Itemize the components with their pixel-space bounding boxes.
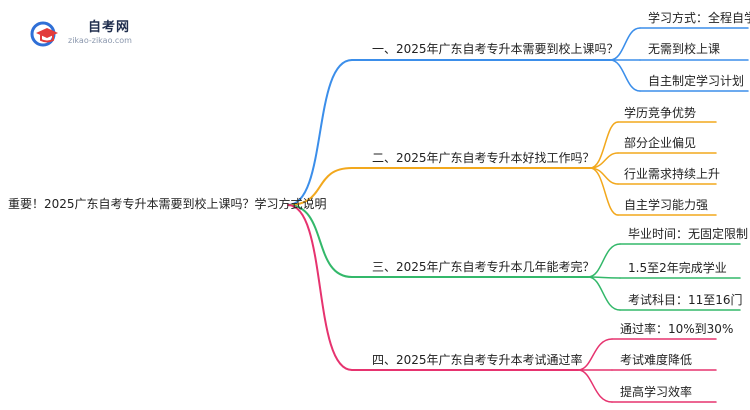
branch-2-label[interactable]: 二、2025年广东自考专升本好找工作吗？ <box>372 151 595 165</box>
branch-2-item-1-connector <box>589 121 619 169</box>
branch-4-item-1-connector <box>577 338 613 371</box>
branch-1-item-3[interactable]: 自主制定学习计划 <box>648 74 745 88</box>
branch-3-label[interactable]: 三、2025年广东自考专升本几年能考完？ <box>372 260 595 274</box>
branch-4-item-2[interactable]: 考试难度降低 <box>620 353 693 367</box>
graduation-cap-icon <box>30 21 58 47</box>
branch-2-item-4[interactable]: 自主学习能力强 <box>624 198 709 212</box>
branch-4-connector <box>287 204 353 371</box>
branch-2-item-1[interactable]: 学历竞争优势 <box>624 106 697 120</box>
branch-3-connector <box>287 204 353 278</box>
branch-2-item-3-connector <box>589 167 619 185</box>
branch-1-connector <box>287 59 353 206</box>
branch-3-item-1[interactable]: 毕业时间：无固定限制 <box>628 227 749 241</box>
branch-1-item-2[interactable]: 无需到校上课 <box>648 42 721 56</box>
branch-4-label[interactable]: 四、2025年广东自考专升本考试通过率 <box>372 353 583 367</box>
branch-3-item-3-connector <box>587 276 621 311</box>
branch-1-item-3-connector <box>609 59 641 92</box>
branch-3-item-1-connector <box>587 243 621 278</box>
branch-3-item-3[interactable]: 考试科目：11至16门 <box>628 293 743 307</box>
branch-2-item-4-connector <box>589 167 619 216</box>
branch-2-item-2[interactable]: 部分企业偏见 <box>624 136 697 150</box>
branch-2-connector <box>287 167 353 206</box>
branch-2-item-3[interactable]: 行业需求持续上升 <box>624 167 721 181</box>
branch-4-item-3-connector <box>577 369 613 403</box>
site-logo[interactable]: 自考网 zikao-zikao.com <box>30 14 150 50</box>
logo-url: zikao-zikao.com <box>68 36 132 45</box>
branch-1-item-1-connector <box>609 27 641 61</box>
branch-1-item-1[interactable]: 学习方式：全程自学 <box>648 11 750 25</box>
branch-1-label[interactable]: 一、2025年广东自考专升本需要到校上课吗？ <box>372 42 619 56</box>
root-topic[interactable]: 重要！2025广东自考专升本需要到校上课吗？学习方式说明 <box>8 197 327 211</box>
branch-3-item-2[interactable]: 1.5至2年完成学业 <box>628 261 727 275</box>
logo-title: 自考网 <box>88 20 131 35</box>
branch-4-item-3[interactable]: 提高学习效率 <box>620 385 693 399</box>
branch-4-item-1[interactable]: 通过率：10%到30% <box>620 322 734 336</box>
